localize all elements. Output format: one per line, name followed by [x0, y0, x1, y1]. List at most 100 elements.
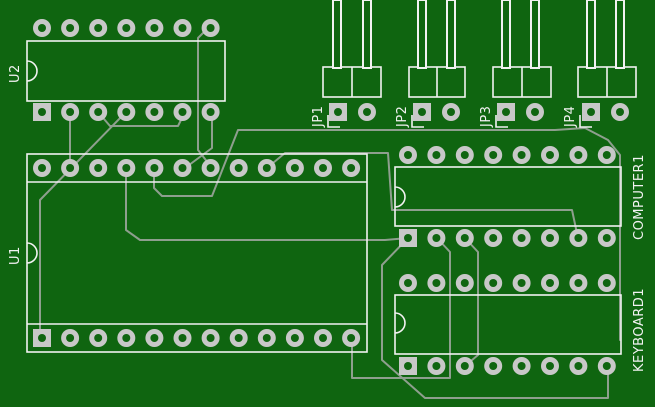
computer-pad: [399, 146, 417, 164]
keyboard-pad: [597, 357, 616, 375]
keyboard-pad: [399, 357, 417, 375]
u1-pad: [173, 329, 192, 347]
u2-pad: [61, 19, 80, 37]
u1-pad: [61, 329, 80, 347]
trace: [266, 152, 579, 239]
u2-pad: [145, 103, 164, 121]
jumper-pins: [332, 0, 625, 69]
trace: [153, 127, 621, 341]
jp3-label: JP3: [479, 106, 494, 128]
u2-pad: [117, 103, 136, 121]
u2-label: U2: [8, 64, 23, 83]
jumper-pad: [611, 103, 629, 121]
u2-pad: [89, 103, 108, 121]
computer-pad: [427, 229, 446, 247]
traces: [39, 27, 621, 399]
keyboard-outline: [394, 294, 622, 355]
u1-pad: [229, 329, 248, 347]
computer-pad: [512, 146, 531, 164]
computer-pad: [399, 229, 417, 247]
u2-pad: [117, 19, 136, 37]
computer-pad: [541, 146, 559, 164]
u1-pad: [201, 329, 220, 347]
computer-pad: [541, 229, 559, 247]
pads: [33, 19, 629, 375]
jumper-pad: [442, 103, 460, 121]
u1-pad: [33, 159, 51, 177]
u2-pad: [61, 103, 80, 121]
trace: [184, 111, 213, 169]
keyboard-pad: [455, 274, 474, 292]
keyboard-pad: [569, 357, 588, 375]
u1-pad: [89, 159, 108, 177]
keyboard-pad: [569, 274, 588, 292]
keyboard-pad: [512, 274, 531, 292]
u1-pad: [117, 159, 136, 177]
jumper-pad: [413, 103, 431, 121]
u2-pad: [173, 103, 192, 121]
u1-pad: [342, 329, 361, 347]
computer-pad: [597, 146, 616, 164]
u1-pad: [257, 329, 276, 347]
u1-pad: [257, 159, 276, 177]
computer-pad: [484, 229, 503, 247]
u2-pad: [89, 19, 108, 37]
u1-pad: [314, 159, 332, 177]
computer-pad: [569, 229, 588, 247]
computer-pad: [484, 146, 503, 164]
u1-pad: [285, 159, 304, 177]
computer-pad: [512, 229, 531, 247]
u2-pad: [33, 103, 51, 121]
u1-pad: [145, 329, 164, 347]
trace: [125, 167, 409, 241]
u1-pad: [342, 159, 361, 177]
u1-pad: [145, 159, 164, 177]
keyboard-pad: [512, 357, 531, 375]
u2-pad: [33, 19, 51, 37]
silkscreen: [26, 40, 637, 355]
computer-label: COMPUTER1: [632, 154, 647, 240]
computer-pad: [597, 229, 616, 247]
jumper-pad: [582, 103, 600, 121]
computer-pad: [569, 146, 588, 164]
u1-pad: [201, 159, 220, 177]
u2-pad: [145, 19, 164, 37]
u1-pad: [61, 159, 80, 177]
u1-pad: [314, 329, 332, 347]
keyboard-pad: [597, 274, 616, 292]
u1-pad: [33, 329, 51, 347]
computer-pad: [455, 146, 474, 164]
computer-outline: [394, 166, 622, 227]
keyboard-pad: [399, 274, 417, 292]
keyboard-pad: [484, 357, 503, 375]
jp4-label: JP4: [563, 106, 578, 128]
u1-outline: [26, 153, 368, 353]
keyboard-pad: [427, 274, 446, 292]
keyboard-pad: [541, 274, 559, 292]
u1-pad: [173, 159, 192, 177]
u1-label: U1: [8, 246, 23, 265]
keyboard-pad: [484, 274, 503, 292]
trace: [39, 111, 127, 339]
keyboard-pad: [427, 357, 446, 375]
trace: [351, 237, 451, 379]
jumper-pad: [358, 103, 376, 121]
u2-outline: [26, 40, 226, 102]
keyboard-pad: [455, 357, 474, 375]
u2-pad: [173, 19, 192, 37]
u1-pad: [117, 329, 136, 347]
jp2-label: JP2: [395, 106, 410, 128]
jumper-pad: [526, 103, 544, 121]
computer-pad: [455, 229, 474, 247]
jumper-pad: [329, 103, 347, 121]
jp1-label: JP1: [311, 106, 326, 128]
u1-pad: [229, 159, 248, 177]
jumper-outlines: [322, 66, 637, 128]
jumper-pad: [497, 103, 515, 121]
computer-pad: [427, 146, 446, 164]
u2-pad: [201, 103, 220, 121]
keyboard-pad: [541, 357, 559, 375]
u1-pad: [285, 329, 304, 347]
keyboard-label: KEYBOARD1: [632, 288, 647, 372]
